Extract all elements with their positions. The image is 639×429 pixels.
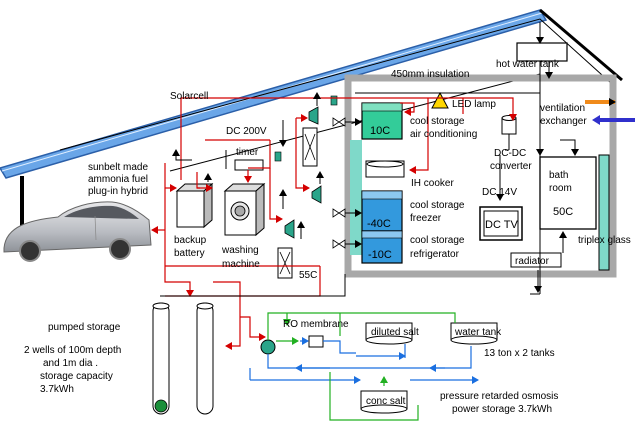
label-insulation: 450mm insulation xyxy=(391,69,469,80)
ro-membrane-unit xyxy=(308,335,324,348)
label-temp-m40c: -40C xyxy=(367,218,391,230)
label-ventilation: ventilation xyxy=(540,103,585,114)
pumped-storage-wells xyxy=(152,302,214,415)
label-timer: timer xyxy=(236,147,259,158)
bath-room xyxy=(539,156,597,230)
label-triplex-glass: triplex glass xyxy=(578,235,631,246)
salt-lines xyxy=(267,312,456,421)
label-washing-1: washing xyxy=(221,245,259,256)
label-bath-2: room xyxy=(549,183,572,194)
label-backup-2: battery xyxy=(174,248,205,259)
dc-tv xyxy=(479,206,523,241)
valve-icons xyxy=(332,117,346,249)
car-icon xyxy=(3,201,152,262)
label-car-2: ammonia fuel xyxy=(88,174,148,185)
label-dcdc-1: DC-DC xyxy=(494,148,526,159)
flow-lines xyxy=(160,61,579,297)
label-dc-14v: DC 14V xyxy=(482,187,517,198)
fan-coil-upper xyxy=(302,127,318,167)
cool-storage-freezer xyxy=(361,190,403,232)
fan-coil-lower xyxy=(277,247,293,279)
label-temp-55c: 55C xyxy=(299,270,317,281)
dcdc-converter xyxy=(501,115,517,135)
label-bath-1: bath xyxy=(549,170,568,181)
washing-machine xyxy=(223,182,266,237)
label-dc-200v: DC 200V xyxy=(226,126,267,137)
label-ih-cooker: IH cooker xyxy=(411,178,454,189)
label-pumped-storage: pumped storage xyxy=(48,322,121,333)
label-washing-2: machine xyxy=(222,259,260,270)
label-storage-cap-1: storage capacity xyxy=(40,371,113,382)
ih-cooker xyxy=(365,160,405,178)
label-car-3: plug-in hybrid xyxy=(88,186,148,197)
label-tanks-note: 13 ton x 2 tanks xyxy=(484,348,555,359)
label-water-tank: water tank xyxy=(454,327,502,338)
label-freezer-1: cool storage xyxy=(410,200,465,211)
labels: Solarcell 450mm insulation hot water tan… xyxy=(24,59,631,415)
label-cool-storage-ac-2: air conditioning xyxy=(410,129,477,140)
label-temp-10c: 10C xyxy=(370,125,390,137)
label-radiator: radiator xyxy=(515,256,550,267)
label-refrig-2: refrigerator xyxy=(410,249,460,260)
label-temp-m10c: -10C xyxy=(368,249,392,261)
label-wells-1: 2 wells of 100m depth xyxy=(24,345,121,356)
label-diluted-salt: diluted salt xyxy=(371,327,419,338)
label-dcdc-2: converter xyxy=(490,161,532,172)
cool-storage-ac xyxy=(361,102,403,140)
led-lamp-icon xyxy=(431,91,449,109)
label-storage-cap-2: 3.7kWh xyxy=(40,384,74,395)
label-hot-water-tank: hot water tank xyxy=(496,59,560,70)
label-led-lamp: LED lamp xyxy=(452,99,496,110)
timer-box xyxy=(234,159,264,171)
triplex-glass-pane xyxy=(598,154,610,271)
pro-system xyxy=(260,322,498,414)
label-dc-tv: DC TV xyxy=(485,219,518,231)
pump-icons xyxy=(274,95,338,239)
radiator-unit xyxy=(510,252,562,268)
label-backup-1: backup xyxy=(174,235,207,246)
label-solarcell: Solarcell xyxy=(170,91,208,102)
label-refrig-1: cool storage xyxy=(410,235,465,246)
label-cool-storage-ac-1: cool storage xyxy=(410,116,465,127)
label-freezer-2: freezer xyxy=(410,213,442,224)
cool-storage-refrigerator xyxy=(361,230,403,264)
house-envelope xyxy=(344,74,617,278)
label-conc-salt: conc salt xyxy=(366,396,406,407)
label-pro-1: pressure retarded osmosis xyxy=(440,391,558,402)
roof xyxy=(0,8,623,254)
water-lines xyxy=(249,337,479,384)
backup-battery xyxy=(175,182,214,229)
label-pro-2: power storage 3.7kWh xyxy=(452,404,552,415)
insulated-wall xyxy=(344,74,617,278)
label-temp-50c: 50C xyxy=(553,206,573,218)
label-car-1: sunbelt made xyxy=(88,162,148,173)
label-wells-2: and 1m dia . xyxy=(43,358,98,369)
label-exchanger: exchanger xyxy=(540,116,587,127)
label-ro-membrane: RO membrane xyxy=(283,319,349,330)
